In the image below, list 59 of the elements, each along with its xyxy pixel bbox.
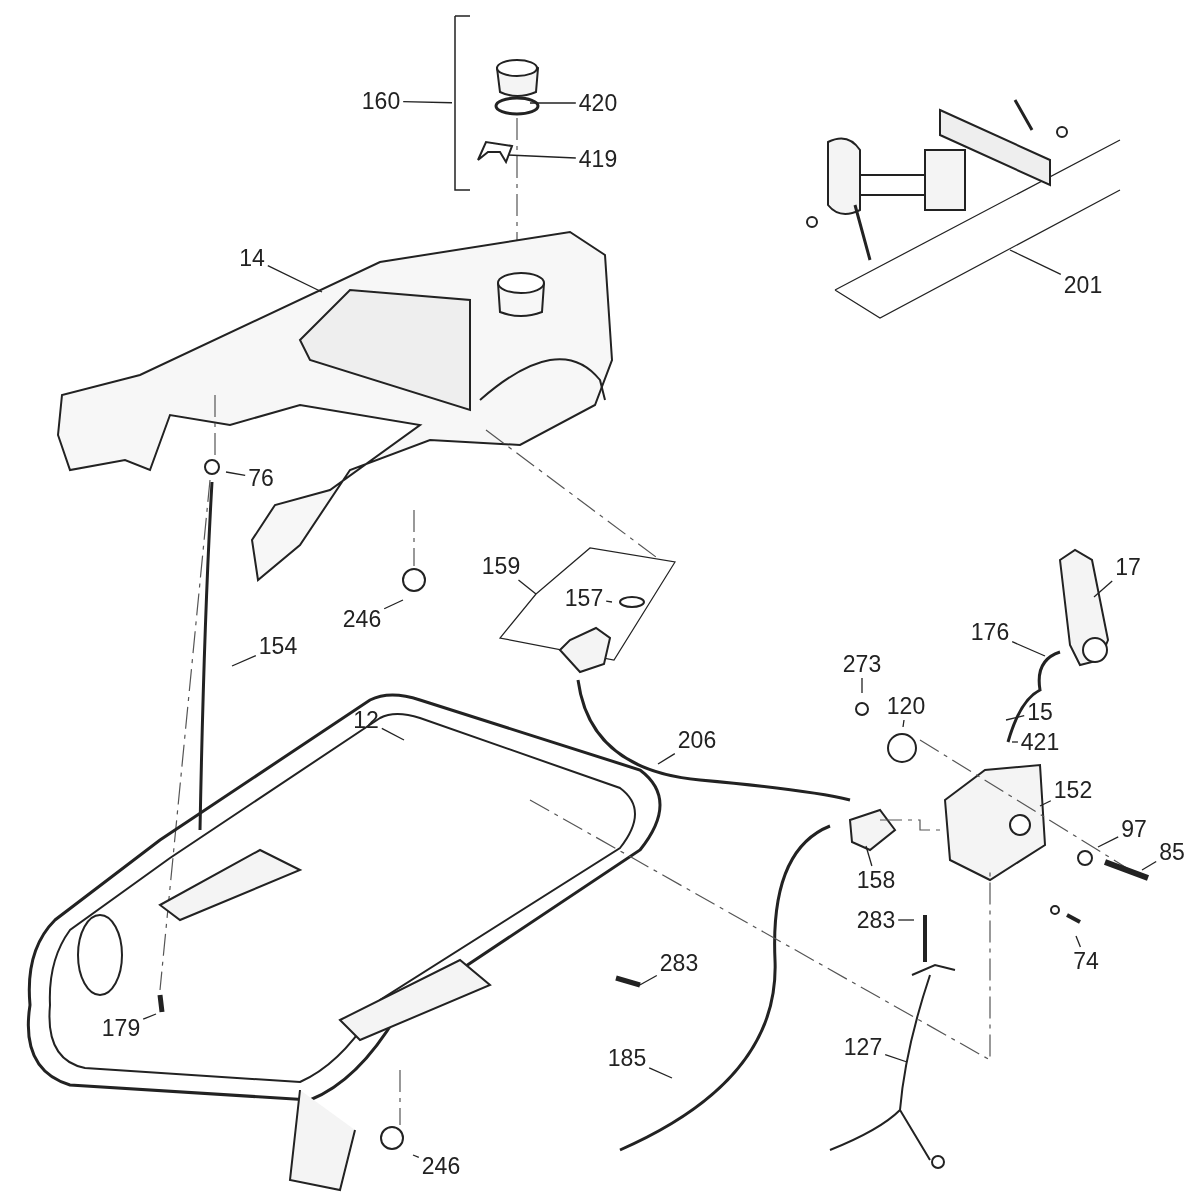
- leader-line: [648, 1067, 673, 1079]
- leader-line: [1009, 249, 1062, 275]
- leader-line: [884, 1053, 908, 1063]
- callout-number: 85: [1159, 840, 1185, 864]
- leader-line: [861, 677, 863, 694]
- callout-number: 157: [564, 586, 604, 610]
- leader-line: [1093, 580, 1113, 598]
- callout-number: 283: [856, 908, 896, 932]
- bracket: [454, 15, 471, 191]
- callout-number: 246: [421, 1154, 461, 1178]
- callout-number: 246: [342, 607, 382, 631]
- leader-line: [517, 579, 537, 595]
- callout-number: 154: [258, 634, 298, 658]
- callout-number: 159: [481, 554, 521, 578]
- leader-line: [267, 265, 323, 293]
- leader-line: [897, 919, 915, 921]
- callout-number: 158: [856, 868, 896, 892]
- callout-number: 17: [1115, 555, 1141, 579]
- callout-number: 283: [659, 951, 699, 975]
- callout-number: 185: [607, 1046, 647, 1070]
- callout-number: 74: [1073, 949, 1099, 973]
- leader-line: [1011, 641, 1046, 657]
- leader-line: [605, 600, 613, 603]
- leader-line: [1075, 935, 1082, 948]
- callout-number: 127: [843, 1035, 883, 1059]
- leader-line: [402, 100, 453, 104]
- leader-line: [381, 727, 405, 741]
- leader-line: [1011, 741, 1019, 743]
- leader-line: [902, 719, 905, 728]
- callout-number: 206: [677, 728, 717, 752]
- callout-number: 273: [842, 652, 882, 676]
- leader-line: [657, 753, 676, 765]
- leader-line: [412, 1154, 420, 1158]
- leader-line: [1039, 800, 1052, 807]
- callout-number: 76: [248, 466, 274, 490]
- leader-line: [507, 154, 577, 159]
- callout-number: 421: [1020, 730, 1060, 754]
- callout-number: 420: [578, 91, 618, 115]
- callout-number: 120: [886, 694, 926, 718]
- callout-number: 14: [239, 246, 265, 270]
- callout-number: 152: [1053, 778, 1093, 802]
- callout-number: 12: [353, 708, 379, 732]
- callout-number: 15: [1027, 700, 1053, 724]
- leader-line: [142, 1013, 157, 1020]
- leader-line: [1141, 860, 1157, 871]
- leader-line: [383, 599, 404, 610]
- callout-number: 176: [970, 620, 1010, 644]
- leader-line: [529, 102, 577, 104]
- callout-number: 179: [101, 1016, 141, 1040]
- leader-line: [865, 845, 873, 867]
- callout-number: 97: [1121, 817, 1147, 841]
- leader-line: [1005, 715, 1025, 721]
- leader-line: [1097, 836, 1119, 848]
- leader-line: [637, 974, 658, 987]
- callout-number: 419: [578, 147, 618, 171]
- leader-line: [231, 655, 257, 667]
- callout-number: 201: [1063, 273, 1103, 297]
- leader-line: [225, 471, 246, 476]
- callout-number: 160: [361, 89, 401, 113]
